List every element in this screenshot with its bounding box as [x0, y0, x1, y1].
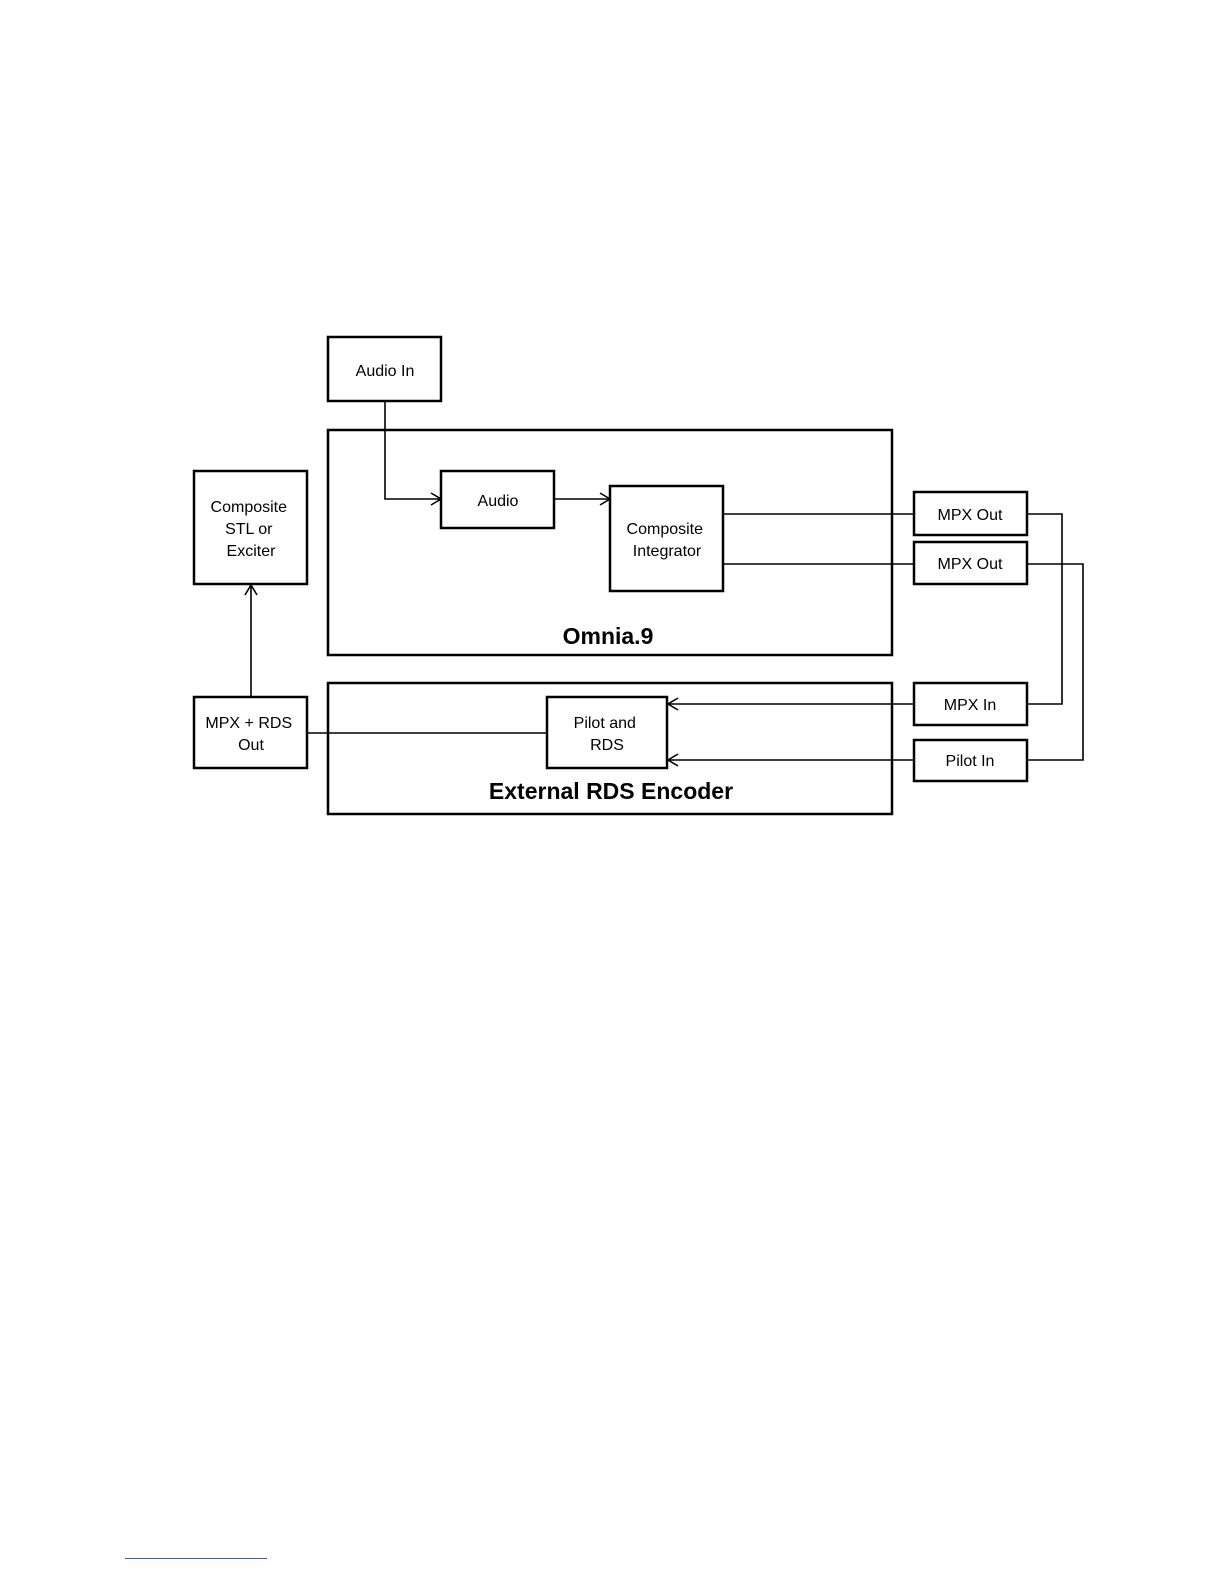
svg-text:Pilot In: Pilot In: [946, 753, 995, 770]
svg-text:Audio In: Audio In: [356, 363, 415, 380]
svg-text:MPX In: MPX In: [944, 697, 996, 714]
block-label-line: Integrator: [633, 543, 702, 560]
block-label-line: Audio In: [356, 363, 415, 380]
block-label-line: MPX In: [944, 697, 996, 714]
block-mpx-out-1: MPX Out: [914, 492, 1027, 535]
block-label-line: Out: [238, 737, 264, 754]
rds-encoder-title: External RDS Encoder: [489, 778, 733, 804]
block-mpx-in: MPX In: [914, 683, 1027, 725]
omnia-9-title: Omnia.9: [563, 623, 654, 649]
block-audio-in: Audio In: [328, 337, 441, 401]
block-composite-stl-exciter: Composite STL or Exciter: [194, 471, 307, 584]
block-composite-integrator: Composite Integrator: [610, 486, 723, 591]
block-mpx-out-2: MPX Out: [914, 542, 1027, 584]
block-label-line: STL or: [225, 521, 273, 538]
block-label-line: Pilot and: [574, 715, 636, 732]
wire-mpx-out-1-to-mpx-in: [1027, 514, 1062, 704]
block-pilot-and-rds: Pilot and RDS: [547, 697, 667, 768]
wire-mpx-out-2-to-pilot-in: [1027, 564, 1083, 760]
block-mpx-rds-out: MPX + RDS Out: [194, 697, 307, 768]
block-label-line: MPX Out: [938, 507, 1003, 524]
block-label-line: Audio: [478, 493, 519, 510]
svg-text:MPX Out: MPX Out: [938, 556, 1003, 573]
footnote-rule: [125, 1558, 267, 1559]
block-audio: Audio: [441, 471, 554, 528]
block-label-line: Composite: [627, 521, 704, 538]
block-label-line: MPX + RDS: [205, 715, 292, 732]
svg-text:MPX Out: MPX Out: [938, 507, 1003, 524]
block-label-line: Composite: [211, 499, 288, 516]
block-label-line: Pilot In: [946, 753, 995, 770]
block-label-line: RDS: [590, 737, 624, 754]
block-pilot-in: Pilot In: [914, 740, 1027, 781]
block-label-line: Exciter: [227, 543, 277, 560]
block-label-line: MPX Out: [938, 556, 1003, 573]
svg-text:Audio: Audio: [478, 493, 519, 510]
